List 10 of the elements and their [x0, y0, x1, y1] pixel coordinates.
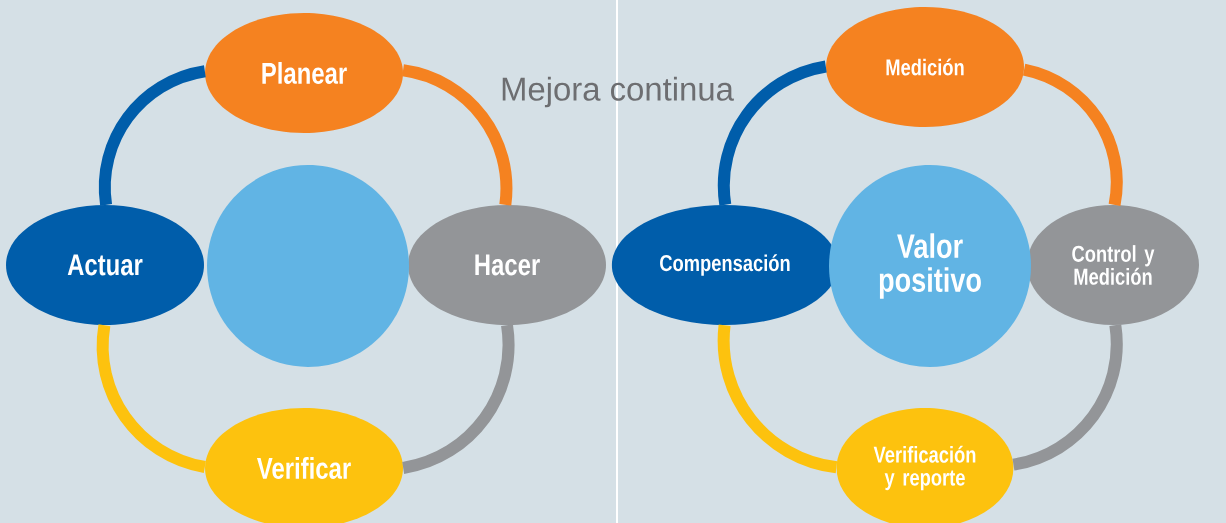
ring-arc [1012, 324, 1123, 471]
title: Mejora continua [502, 76, 734, 108]
ring-arc [98, 65, 207, 206]
ring-arc [401, 324, 515, 474]
center-circle [207, 165, 409, 367]
ring-arc [717, 60, 828, 206]
ring-arc [717, 324, 838, 474]
ring-arc [401, 64, 513, 206]
ring-arc [1022, 63, 1123, 206]
ring-arc [96, 324, 207, 473]
